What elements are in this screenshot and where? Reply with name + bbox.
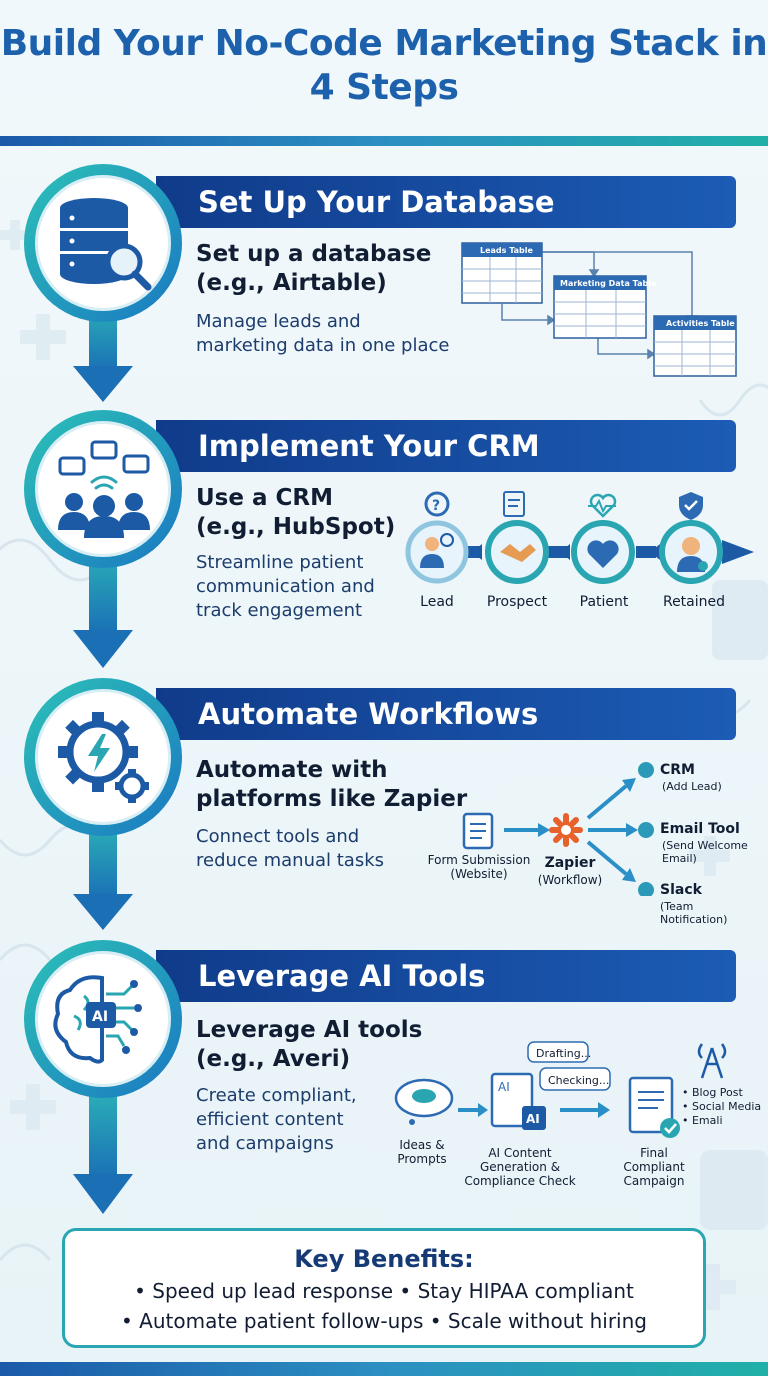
heartbeat-icon: [588, 493, 617, 518]
zapier-workflow-diagram: [462, 762, 654, 896]
email-tool-label: Email Tool: [660, 821, 740, 837]
zapier-sublabel: (Workflow): [537, 873, 603, 887]
thought-cloud-icon: [394, 1078, 454, 1125]
step-3-banner: [156, 688, 736, 740]
checking-text: Checking...: [548, 1074, 609, 1087]
step-3-heading: Automate Workflows: [198, 697, 539, 731]
step-2-heading: Implement Your CRM: [198, 429, 540, 463]
step-3-description: Connect tools and reduce manual tasks: [196, 826, 385, 871]
broadcast-tower-icon: [697, 1043, 727, 1079]
prospect-stage: [485, 520, 549, 584]
gear-lightning-icon: [58, 712, 149, 803]
key-benefits-box: Key Benefits: • Speed up lead response •…: [62, 1228, 706, 1348]
crm-target-detail: (Add Lead): [662, 780, 722, 793]
database-search-icon: [60, 198, 152, 291]
ai-document-icon: AI AI: [490, 1072, 546, 1130]
retained-stage: [659, 520, 723, 584]
page-title: Build Your No-Code Marketing Stack in 4 …: [0, 23, 768, 108]
channel-email: • Emali: [682, 1114, 723, 1127]
retained-label: Retained: [662, 594, 726, 610]
bottom-divider: [0, 1362, 768, 1376]
channel-social-media: • Social Media: [682, 1100, 762, 1113]
checking-bubble: [539, 1067, 611, 1091]
form-submission-label: Form Submission (Website): [427, 853, 531, 881]
key-benefits-line-2: • Automate patient follow-ups • Scale wi…: [121, 1309, 647, 1333]
step-2-description: Streamline patient communication and tra…: [196, 552, 375, 621]
step-1-subhead: Set up a database (e.g., Airtable): [196, 241, 432, 296]
medical-cross-icon: [20, 314, 66, 360]
ai-brain-icon: AI: [53, 975, 142, 1064]
step-4-description: Create compliant, efficient content and …: [196, 1085, 357, 1154]
document-edit-icon: [503, 491, 525, 517]
step-1-description: Manage leads and marketing data in one p…: [196, 311, 450, 356]
marketing-data-table: [553, 275, 647, 339]
lead-stage: [405, 520, 469, 584]
step-1-banner: [156, 176, 736, 228]
ai-chip-label: AI: [92, 1009, 108, 1025]
arrow-right-icon: [722, 540, 754, 564]
svg-text:?: ?: [432, 498, 440, 514]
step-3-subhead: Automate with platforms like Zapier: [196, 757, 468, 812]
email-tool-detail: (Send Welcome Email): [662, 839, 748, 865]
leads-table: [461, 242, 543, 304]
marketing-data-table-title: Marketing Data Table: [560, 279, 657, 288]
final-document-icon: [628, 1076, 680, 1138]
key-benefits-title: Key Benefits:: [294, 1245, 474, 1273]
channel-blog-post: • Blog Post: [682, 1086, 743, 1099]
crm-target-label: CRM: [660, 762, 695, 778]
step-3-badge: [24, 678, 182, 836]
step-4-subhead: Leverage AI tools (e.g., Averi): [196, 1017, 423, 1072]
ai-content-generation-label: AI Content Generation & Compliance Check: [464, 1146, 576, 1188]
crm-lifecycle-diagram: ?: [405, 491, 754, 584]
title-divider: [0, 136, 768, 146]
slack-detail: (Team Notification): [660, 900, 728, 926]
zapier-label: Zapier: [544, 855, 596, 871]
shield-check-icon: [679, 492, 703, 520]
step-2-banner: [156, 420, 736, 472]
drafting-bubble: [527, 1041, 589, 1063]
prospect-label: Prospect: [486, 594, 548, 610]
step-1-heading: Set Up Your Database: [198, 185, 555, 219]
patient-stage: [571, 520, 635, 584]
activities-table-title: Activities Table: [666, 319, 735, 328]
team-chat-icon: [58, 440, 150, 538]
step-2-subhead: Use a CRM (e.g., HubSpot): [196, 485, 396, 540]
lead-label: Lead: [420, 594, 454, 610]
step-4-badge: AI: [24, 940, 182, 1098]
step-4-heading: Leverage AI Tools: [198, 959, 486, 993]
drafting-text: Drafting...: [536, 1047, 591, 1060]
activities-table: [653, 315, 737, 377]
key-benefits-line-1: • Speed up lead response • Stay HIPAA co…: [134, 1279, 634, 1303]
ai-content-diagram: AI AI Drafting... Checking...: [394, 1041, 727, 1138]
form-document-icon: [462, 812, 494, 850]
ai-document-label: AI: [498, 1080, 510, 1094]
ideas-prompts-label: Ideas & Prompts: [397, 1138, 447, 1166]
question-icon: ?: [424, 491, 450, 517]
step-1-badge: [24, 164, 182, 322]
patient-label: Patient: [579, 594, 629, 610]
ai-chip-small-label: AI: [526, 1112, 540, 1126]
final-campaign-label: Final Compliant Campaign: [623, 1146, 685, 1188]
leads-table-title: Leads Table: [480, 246, 533, 255]
database-tables-diagram: Leads Table Marketing Data Table Activit…: [461, 242, 737, 377]
step-2-badge: [24, 410, 182, 568]
slack-label: Slack: [660, 882, 702, 898]
step-4-banner: [156, 950, 736, 1002]
